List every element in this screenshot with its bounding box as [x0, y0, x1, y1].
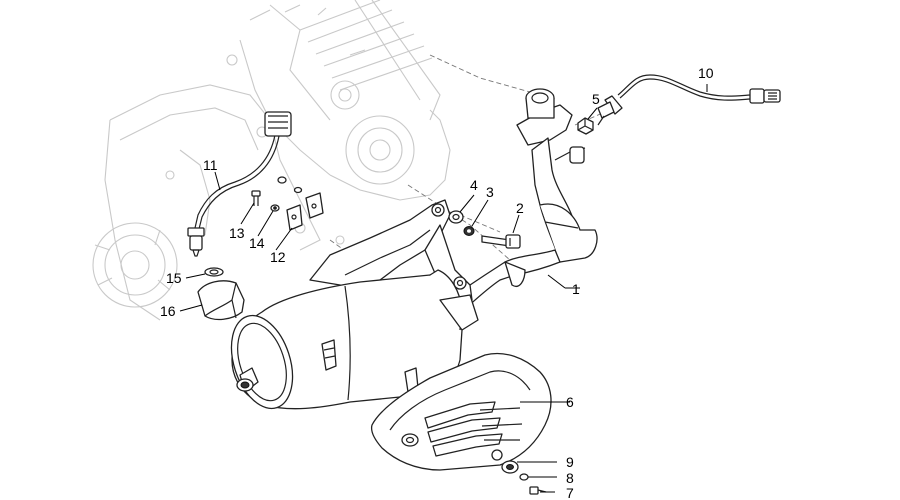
callout-9: 9 — [566, 454, 574, 470]
callout-7: 7 — [566, 485, 574, 500]
callout-6: 6 — [566, 394, 574, 410]
muffler-body — [230, 269, 479, 410]
callout-10: 10 — [698, 65, 714, 81]
part-13-screw — [251, 190, 261, 206]
callout-14: 14 — [249, 235, 265, 251]
part-12-clamp-bracket — [286, 192, 324, 231]
callout-3: 3 — [486, 184, 494, 200]
part-7-screw — [529, 486, 547, 495]
callout-11: 11 — [203, 157, 218, 173]
part-10-oxygen-sensor — [597, 74, 781, 126]
callout-8: 8 — [566, 470, 574, 486]
part-14-washer — [270, 204, 280, 212]
callout-12: 12 — [270, 249, 286, 265]
callout-16: 16 — [160, 303, 176, 319]
callout-5: 5 — [592, 91, 600, 107]
heat-shield-vents — [424, 401, 523, 457]
engine-background — [92, 0, 451, 321]
part-3-lock-washer — [463, 226, 475, 236]
callout-labels: 1 2 3 4 5 6 7 8 9 10 11 12 13 14 15 16 — [160, 65, 714, 500]
part-6-heat-shield — [370, 352, 552, 471]
leader-lines — [179, 84, 708, 493]
part-5-nut — [577, 117, 594, 135]
callout-4: 4 — [470, 177, 478, 193]
callout-2: 2 — [516, 200, 524, 216]
part-11-lambda-sensor — [187, 111, 292, 257]
engine-cylinder-fins — [289, 0, 441, 121]
part-4-washer — [448, 210, 464, 224]
callout-1: 1 — [572, 281, 580, 297]
engine-bolt — [293, 186, 303, 194]
part-2-bolt — [481, 234, 521, 249]
callout-13: 13 — [229, 225, 245, 241]
part-16-protective-cap — [197, 280, 245, 321]
part-15-gasket — [204, 267, 224, 277]
part-9-rubber-grommet — [501, 460, 519, 474]
engine-bolt — [277, 176, 287, 184]
callout-15: 15 — [166, 270, 182, 286]
part-8-washer — [519, 473, 529, 481]
